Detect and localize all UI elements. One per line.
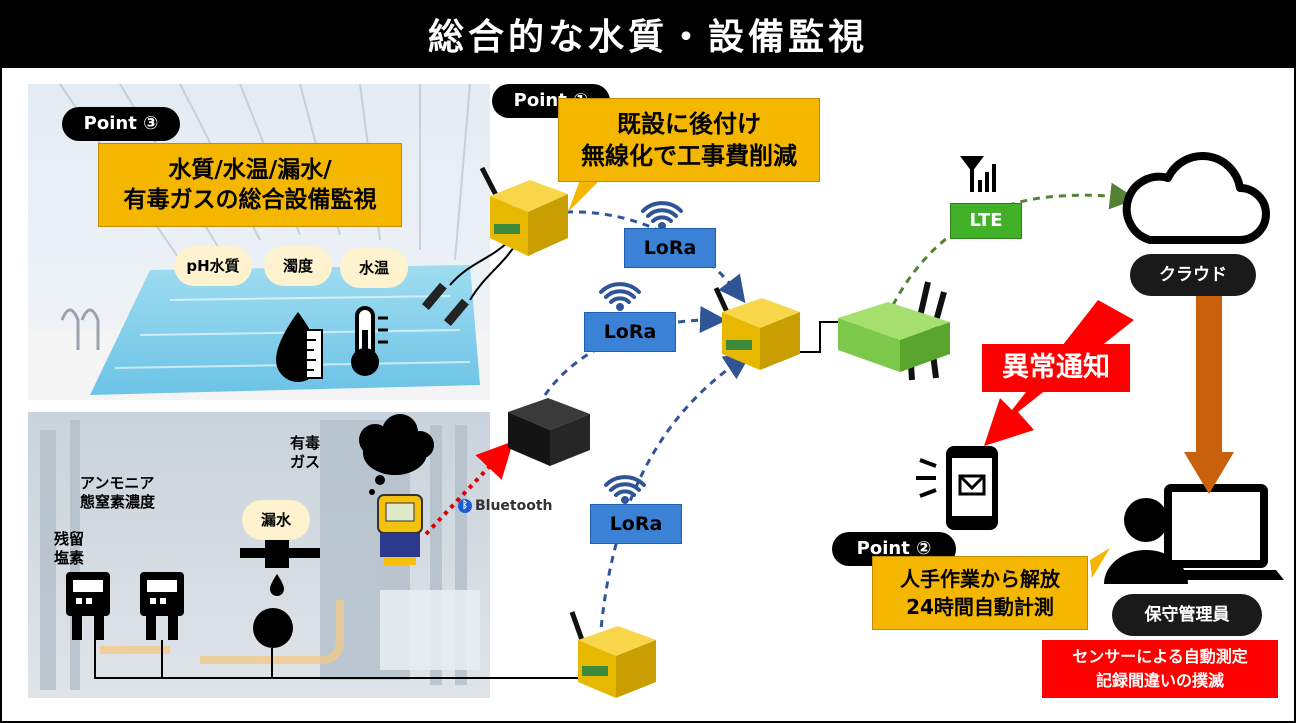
- lora-label-1: LoRa: [624, 228, 716, 268]
- link-top-device: [565, 210, 746, 304]
- point-3-tag: Point ③: [62, 107, 180, 141]
- staff-label: 保守管理員: [1112, 594, 1262, 636]
- bluetooth-icon: ᛒ: [458, 499, 472, 513]
- lora-label-2: LoRa: [584, 312, 676, 352]
- gas-cloud-icon: [359, 414, 434, 495]
- leak-bubble: 漏水: [242, 500, 310, 540]
- turbidity-icon: [276, 312, 323, 382]
- lora-device-center: [713, 286, 800, 370]
- water-temp-bubble: 水温: [340, 248, 408, 288]
- smartphone-icon: [916, 446, 998, 530]
- antenna-icon: [960, 156, 996, 192]
- point-1-tag: Point ①: [492, 84, 610, 118]
- chlorine-label: 残留 塩素: [54, 530, 85, 567]
- ammonia-meter-icon: [140, 572, 184, 640]
- staff-laptop-icon: [1104, 484, 1284, 584]
- gas-detector-icon: [377, 494, 423, 565]
- lte-gateway: [838, 281, 950, 381]
- thermometer-icon: [351, 306, 388, 376]
- link-lte: [891, 182, 1137, 306]
- alert-label: 異常通知: [982, 344, 1130, 392]
- title-bar: 総合的な水質・設備監視: [0, 0, 1296, 68]
- staff-arrow: [1184, 294, 1234, 494]
- page-title: 総合的な水質・設備監視: [427, 17, 868, 58]
- bluetooth-receiver: [508, 398, 590, 466]
- lora-label-3: LoRa: [590, 504, 682, 544]
- lora-device-bottom: [569, 611, 656, 698]
- cloud-icon: [1122, 152, 1270, 244]
- point-1-callout: 既設に後付け 無線化で工事費削減: [558, 98, 820, 182]
- point-2-callout: 人手作業から解放 24時間自動計測: [872, 556, 1088, 630]
- point-3-callout: 水質/水温/漏水/ 有毒ガスの総合設備監視: [98, 143, 402, 227]
- gas-label: 有毒 ガス: [290, 434, 321, 471]
- benefit-box: センサーによる自動測定 記録間違いの撲滅: [1042, 640, 1278, 698]
- turbidity-bubble: 濁度: [264, 246, 332, 286]
- lora-device-top: [479, 166, 568, 256]
- ph-bubble: pH水質: [174, 246, 252, 286]
- bluetooth-label: ᛒ Bluetooth: [458, 498, 553, 514]
- leak-sensor-icon: [240, 538, 320, 648]
- chlorine-meter-icon: [66, 572, 110, 640]
- probe-cables: [421, 239, 517, 326]
- cloud-label: クラウド: [1130, 254, 1256, 296]
- pool-scene: [28, 83, 490, 400]
- ammonia-label: アンモニア 態窒素濃度: [80, 474, 156, 511]
- lte-label: LTE: [950, 203, 1022, 239]
